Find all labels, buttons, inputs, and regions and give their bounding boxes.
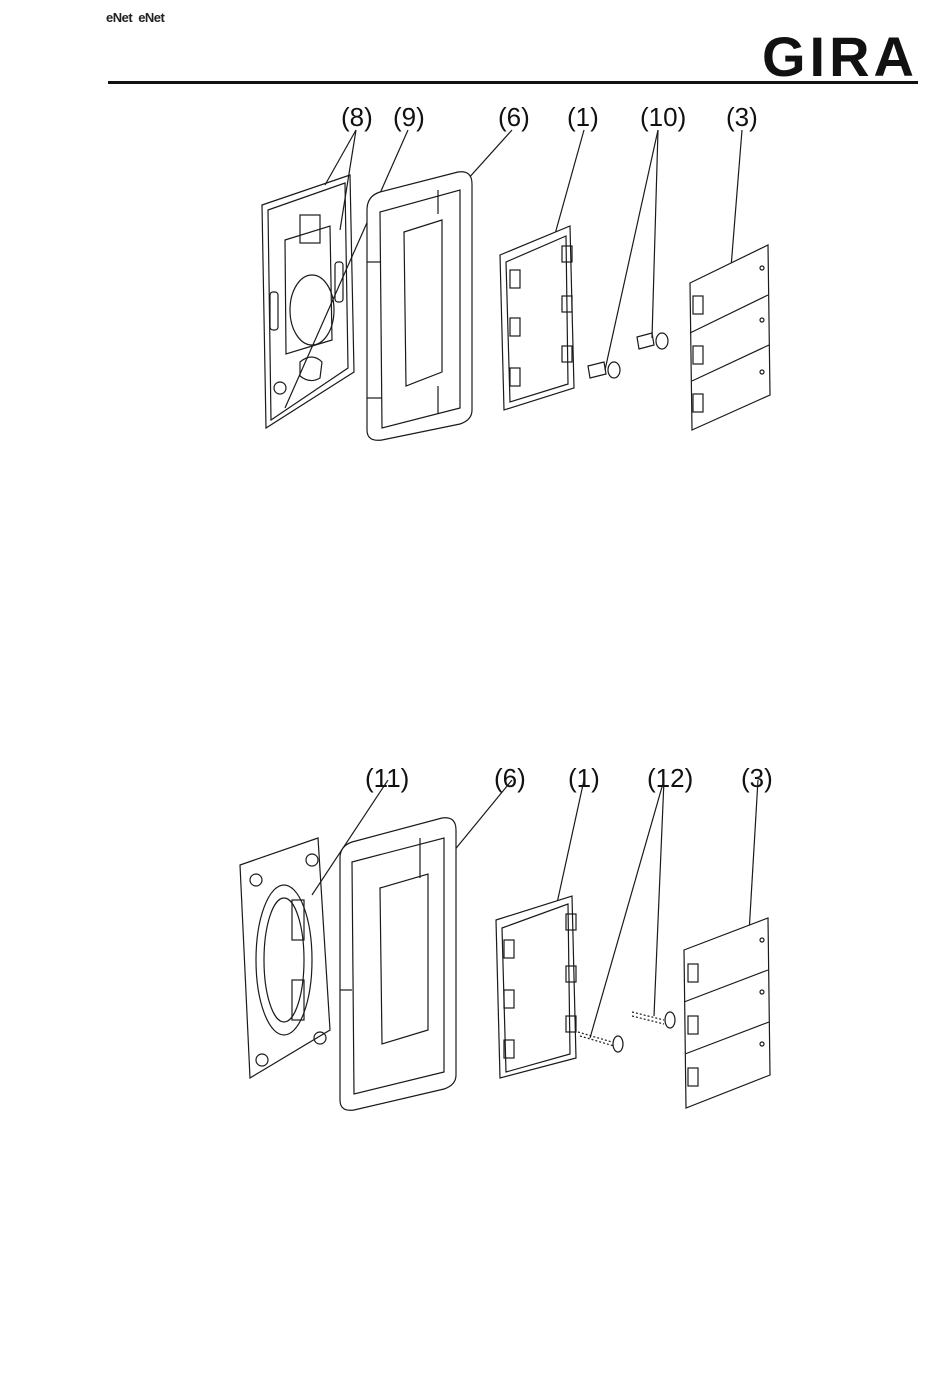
exploded-view-bottom [0, 780, 950, 1160]
cover-frame-drawing [367, 172, 472, 441]
insert-module-drawing [500, 226, 574, 410]
cover-frame-drawing-bottom [340, 818, 456, 1111]
exploded-view-top [0, 0, 950, 460]
mounting-ring-drawing [240, 838, 330, 1078]
rocker-buttons-drawing [690, 245, 770, 430]
rocker-buttons-drawing-bottom [684, 918, 770, 1108]
mounting-plate-drawing [262, 175, 354, 428]
insert-module-drawing-bottom [496, 896, 576, 1078]
screws-drawing-bottom [578, 1012, 675, 1052]
screws-drawing [588, 333, 668, 378]
